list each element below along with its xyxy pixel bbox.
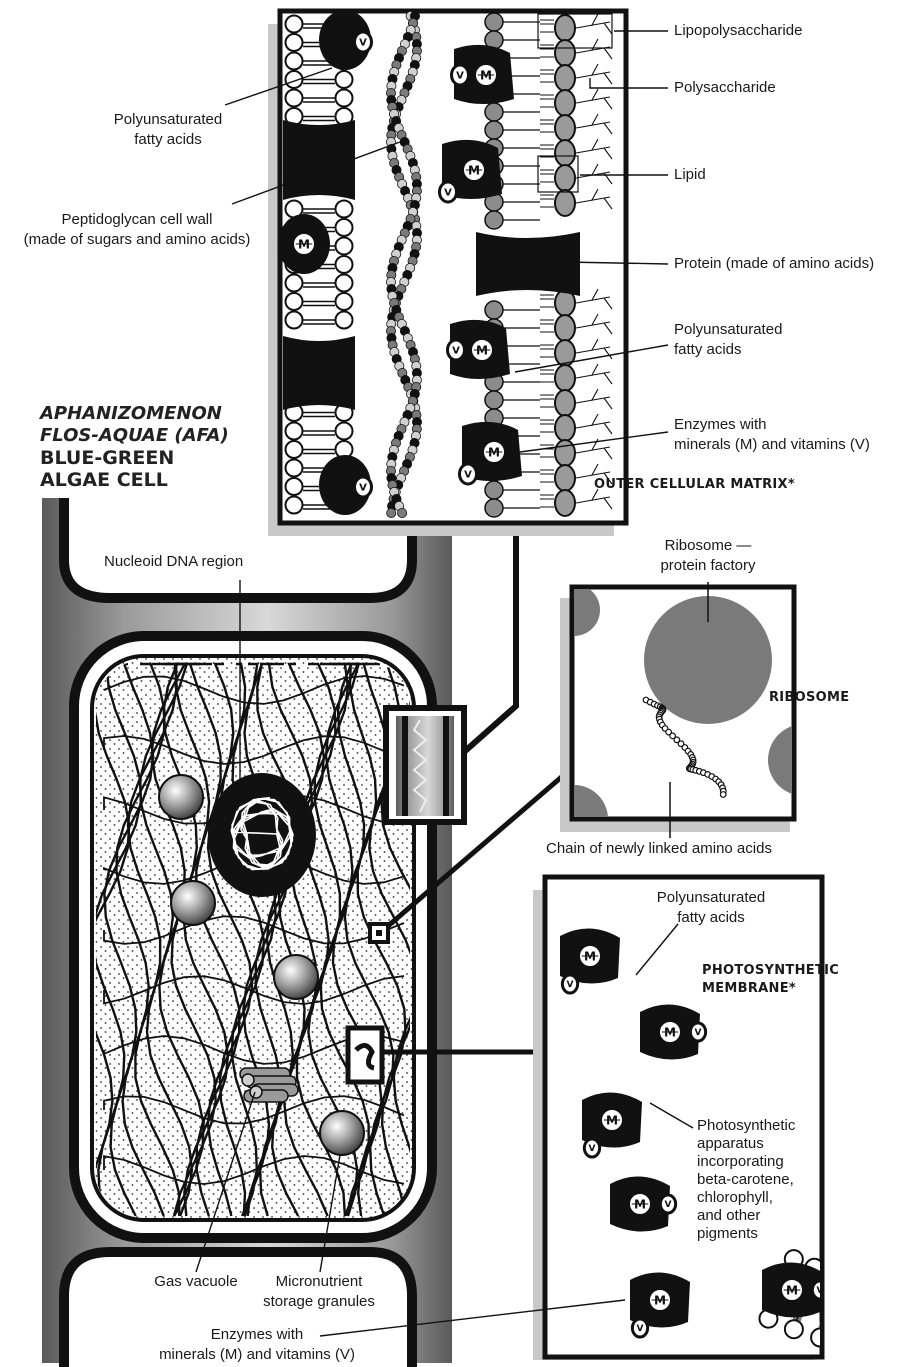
svg-text:V: V: [456, 71, 464, 82]
label-storage-granules-line1: Micronutrient: [244, 1272, 394, 1292]
label-photo-apparatus-line5: chlorophyll,: [697, 1189, 795, 1207]
title-line-4: ALGAE CELL: [40, 469, 229, 491]
svg-text:M: M: [480, 68, 492, 82]
outer-matrix-heading: OUTER CELLULAR MATRIX*: [594, 476, 795, 494]
svg-text:V: V: [359, 483, 367, 494]
label-peptidoglycan: Peptidoglycan cell wall (made of sugars …: [4, 210, 270, 250]
label-ribosome-factory-line1: Ribosome —: [620, 536, 796, 556]
svg-text:M: M: [468, 163, 480, 177]
label-photo-apparatus: Photosynthetic apparatus incorporating b…: [697, 1117, 795, 1243]
label-photo-pufa-line1: Polyunsaturated: [636, 888, 786, 908]
label-storage-granules: Micronutrient storage granules: [244, 1272, 394, 1312]
label-photo-apparatus-line4: beta-carotene,: [697, 1171, 795, 1189]
svg-text:V: V: [665, 1200, 672, 1210]
svg-text:V: V: [637, 1324, 644, 1334]
label-photo-apparatus-line3: incorporating: [697, 1153, 795, 1171]
label-enzymes-right-line2: minerals (M) and vitamins (V): [674, 435, 870, 455]
svg-text:M: M: [584, 949, 596, 963]
label-ribosome-factory-line2: protein factory: [620, 556, 796, 576]
label-enzymes-cell-line1: Enzymes with: [136, 1325, 378, 1345]
svg-text:M: M: [488, 445, 500, 459]
label-pufa-left-line1: Polyunsaturated: [88, 110, 248, 130]
svg-text:M: M: [476, 343, 488, 357]
label-peptidoglycan-line1: Peptidoglycan cell wall: [4, 210, 270, 230]
diagram-title: APHANIZOMENON FLOS-AQUAE (AFA) BLUE-GREE…: [40, 403, 229, 491]
title-line-2: FLOS-AQUAE (AFA): [40, 425, 229, 447]
label-peptidoglycan-line2: (made of sugars and amino acids): [4, 230, 270, 250]
svg-text:M: M: [634, 1197, 646, 1211]
label-enzymes-right-line1: Enzymes with: [674, 415, 870, 435]
label-photo-apparatus-line7: pigments: [697, 1225, 795, 1243]
label-pufa-left-line2: fatty acids: [88, 130, 248, 150]
title-line-3: BLUE-GREEN: [40, 447, 229, 469]
label-photo-apparatus-line1: Photosynthetic: [697, 1117, 795, 1135]
ribosome-heading: RIBOSOME: [769, 689, 849, 707]
svg-text:M: M: [654, 1293, 666, 1307]
svg-text:V: V: [464, 470, 472, 481]
label-pufa-right-line1: Polyunsaturated: [674, 320, 782, 340]
svg-text:M: M: [786, 1283, 798, 1297]
label-nucleoid: Nucleoid DNA region: [104, 552, 243, 572]
membrane-protein: [283, 336, 355, 410]
label-enzymes-cell-line2: minerals (M) and vitamins (V): [136, 1345, 378, 1365]
outer-matrix-panel: M V V M V M V M V M V: [268, 10, 626, 536]
label-lipid: Lipid: [674, 165, 706, 185]
label-photo-apparatus-line6: and other: [697, 1207, 795, 1225]
svg-text:V: V: [567, 980, 574, 990]
svg-text:M: M: [606, 1113, 618, 1127]
svg-text:V: V: [452, 346, 460, 357]
label-protein: Protein (made of amino acids): [674, 254, 874, 274]
svg-text:M: M: [298, 237, 310, 251]
label-pufa-right-line2: fatty acids: [674, 340, 782, 360]
label-amino-chain: Chain of newly linked amino acids: [546, 839, 772, 859]
membrane-protein: [283, 120, 355, 200]
membrane-protein: [476, 232, 580, 296]
photo-membrane-heading-line1: PHOTOSYNTHETIC: [702, 962, 839, 980]
svg-text:V: V: [589, 1144, 596, 1154]
label-storage-granules-line2: storage granules: [244, 1292, 394, 1312]
photo-membrane-heading: PHOTOSYNTHETIC MEMBRANE*: [702, 962, 839, 998]
label-enzymes-cell: Enzymes with minerals (M) and vitamins (…: [136, 1325, 378, 1365]
svg-text:V: V: [359, 38, 367, 49]
label-pufa-right: Polyunsaturated fatty acids: [674, 320, 782, 360]
label-enzymes-right: Enzymes with minerals (M) and vitamins (…: [674, 415, 870, 455]
svg-text:M: M: [664, 1025, 676, 1039]
label-pufa-left: Polyunsaturated fatty acids: [88, 110, 248, 150]
label-photo-pufa: Polyunsaturated fatty acids: [636, 888, 786, 928]
svg-text:V: V: [444, 188, 452, 199]
label-ribosome-factory: Ribosome — protein factory: [620, 536, 796, 576]
photo-membrane-heading-line2: MEMBRANE*: [702, 980, 839, 998]
label-photo-apparatus-line2: apparatus: [697, 1135, 795, 1153]
title-line-1: APHANIZOMENON: [40, 403, 229, 425]
nucleoid-region: [208, 773, 316, 897]
label-lipopolysaccharide: Lipopolysaccharide: [674, 21, 802, 41]
label-photo-pufa-line2: fatty acids: [636, 908, 786, 928]
svg-text:V: V: [695, 1028, 702, 1038]
label-polysaccharide: Polysaccharide: [674, 78, 776, 98]
ribosome-panel: [540, 582, 840, 853]
